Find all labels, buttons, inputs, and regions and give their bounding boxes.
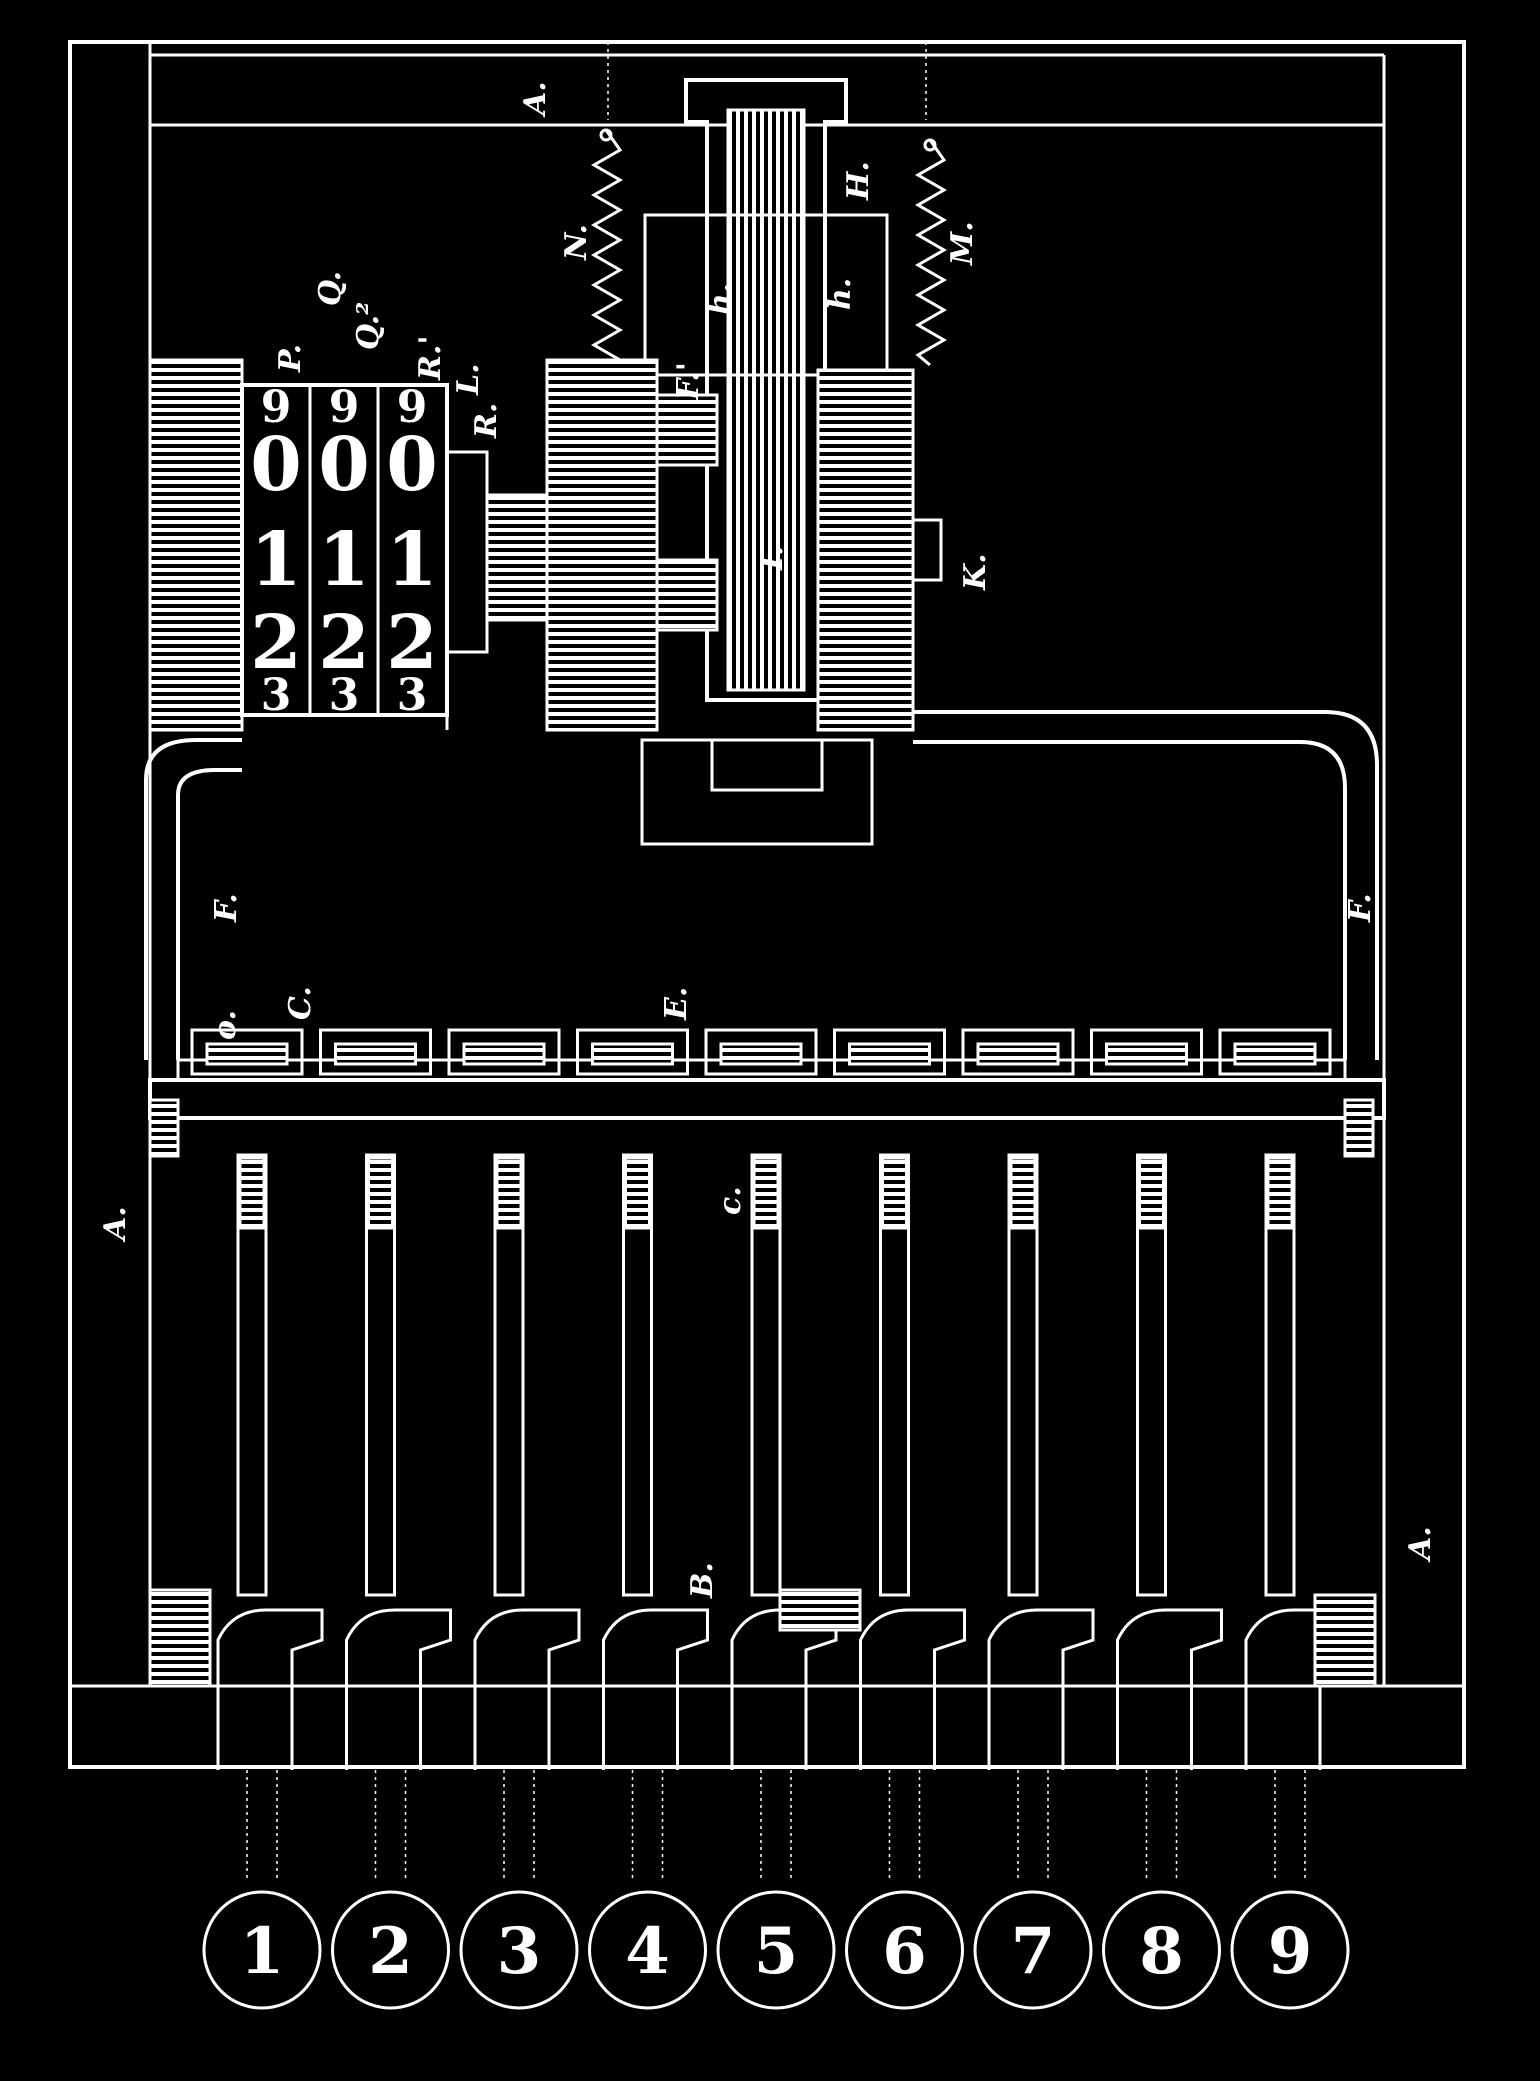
key-button-label: 6 — [882, 1914, 927, 1989]
label-f-left: F. — [209, 893, 244, 923]
label-c-lower: c. — [713, 1186, 748, 1215]
label-q2: Q.² — [351, 302, 386, 350]
digit-3: 3 — [329, 670, 360, 721]
key-button-9[interactable]: 9 — [1230, 1890, 1350, 2010]
cam-block — [704, 1028, 818, 1076]
label-c-upper: C. — [283, 986, 318, 1020]
cam-block-face — [462, 1042, 546, 1066]
key-button-label: 9 — [1268, 1914, 1313, 1989]
key-lever — [859, 1153, 966, 1880]
counter-digit-col-2: 9 0 1 2 3 — [318, 382, 370, 721]
digit-3: 3 — [397, 670, 428, 721]
label-r: R. — [469, 403, 504, 439]
label-a-right: A. — [1403, 1526, 1438, 1563]
label-n: N. — [559, 224, 594, 261]
cam-block — [576, 1028, 689, 1076]
label-h-lower: h. — [823, 278, 858, 310]
label-m: M. — [945, 221, 980, 266]
digit-0: 0 — [318, 422, 370, 508]
cam-block-face — [334, 1042, 417, 1066]
label-a-left: A. — [98, 1206, 133, 1243]
label-a-top: A. — [518, 81, 553, 118]
cam-block — [1218, 1028, 1332, 1076]
key-button-label: 2 — [368, 1914, 413, 1989]
key-button-2[interactable]: 2 — [331, 1890, 450, 2010]
digit-0: 0 — [386, 422, 438, 508]
spring-m — [914, 138, 948, 367]
label-k: K. — [958, 553, 993, 591]
key-button-6[interactable]: 6 — [845, 1890, 964, 2010]
key-button-label: 8 — [1139, 1914, 1184, 1989]
spring-n — [590, 128, 624, 372]
label-r-prime: R.' — [413, 335, 448, 381]
frame — [68, 40, 1466, 1769]
key-lever — [602, 1153, 709, 1880]
cam-block-face — [848, 1042, 931, 1066]
cam-block — [319, 1028, 432, 1076]
key-lever — [216, 1153, 324, 1880]
label-f-right: F. — [1343, 893, 1378, 923]
key-levers — [216, 1153, 1352, 1880]
cam-block-face — [205, 1042, 289, 1066]
label-p: P. — [273, 344, 308, 373]
cam-block-face — [1105, 1042, 1188, 1066]
cam-block — [833, 1028, 946, 1076]
key-lever — [473, 1153, 581, 1880]
key-button-label: 5 — [754, 1914, 799, 1989]
counter-digit-col-1: 9 0 1 2 3 — [250, 382, 302, 721]
key-button-8[interactable]: 8 — [1102, 1890, 1221, 2010]
rack-housing — [640, 78, 889, 846]
label-f-prime: F.' — [671, 362, 706, 401]
cam-block-face — [591, 1042, 674, 1066]
key-lever — [345, 1153, 452, 1880]
cam-block — [1090, 1028, 1203, 1076]
key-button-5[interactable]: 5 — [716, 1890, 836, 2010]
counter-wheels — [148, 358, 943, 732]
key-lever — [987, 1153, 1095, 1880]
digit-3: 3 — [261, 670, 292, 721]
digit-2: 2 — [318, 600, 370, 686]
key-button-label: 1 — [240, 1914, 285, 1989]
counter-digit-col-3: 9 0 1 2 3 — [386, 382, 438, 721]
cam-block — [190, 1028, 304, 1076]
key-lever — [1244, 1153, 1352, 1880]
digit-9: 9 — [261, 382, 292, 433]
digit-2: 2 — [250, 600, 302, 686]
key-button-7[interactable]: 7 — [973, 1890, 1093, 2010]
label-q: Q. — [313, 271, 348, 306]
label-b: B. — [685, 1562, 720, 1599]
digit-1: 1 — [318, 517, 370, 603]
digit-1: 1 — [250, 517, 302, 603]
label-e: E. — [659, 987, 694, 1021]
bail-frame — [144, 710, 1379, 1060]
label-l: L. — [451, 363, 486, 396]
cam-blocks — [190, 1028, 1332, 1076]
key-button-label: 4 — [625, 1914, 670, 1989]
cam-block-face — [719, 1042, 803, 1066]
digit-9: 9 — [397, 382, 428, 433]
key-buttons: 1 2 3 4 5 6 7 8 9 — [202, 1890, 1350, 2010]
label-h-pawl: h. — [703, 283, 738, 315]
label-i: I. — [755, 546, 790, 571]
key-button-1[interactable]: 1 — [202, 1890, 322, 2010]
label-h-upper: H. — [841, 161, 876, 201]
key-lever — [1116, 1153, 1223, 1880]
digit-0: 0 — [250, 422, 302, 508]
key-button-label: 3 — [497, 1914, 542, 1989]
cam-block — [961, 1028, 1075, 1076]
base-strip — [148, 1588, 1377, 1688]
key-button-3[interactable]: 3 — [459, 1890, 579, 2010]
key-button-label: 7 — [1011, 1914, 1056, 1989]
key-button-4[interactable]: 4 — [588, 1890, 707, 2010]
cam-block-face — [1233, 1042, 1317, 1066]
cam-block-face — [976, 1042, 1060, 1066]
digit-2: 2 — [386, 600, 438, 686]
key-lever — [730, 1153, 838, 1880]
digit-9: 9 — [329, 382, 360, 433]
cam-block — [447, 1028, 561, 1076]
digit-1: 1 — [386, 517, 438, 603]
reference-labels: A. A. A. N. M. H. h. F.' h. I. K. P. Q. … — [98, 81, 1438, 1599]
label-o: o. — [208, 1010, 243, 1040]
